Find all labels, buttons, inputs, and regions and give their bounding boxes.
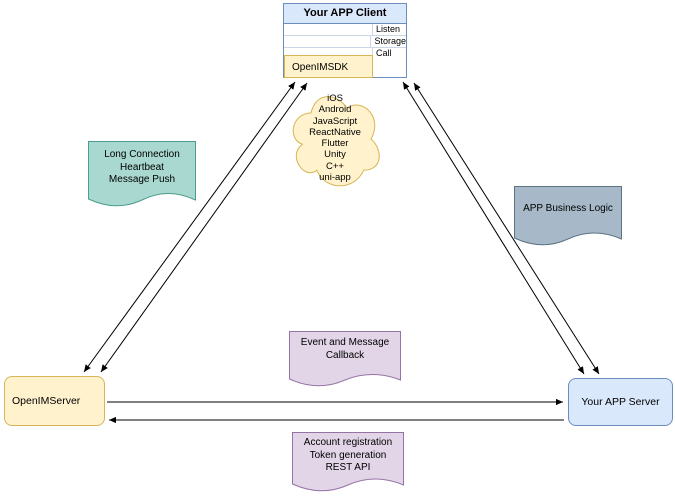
platform-item-unity: Unity — [324, 149, 346, 161]
note-line: Message Push — [108, 174, 176, 185]
platform-item-ios: iOS — [327, 93, 343, 104]
your-app-client-body: Listen Storage Call OpenIMSDK — [284, 24, 406, 78]
client-empty-cell — [284, 36, 372, 47]
platform-item-flutter: Flutter — [321, 138, 349, 150]
note-line: Heartbeat — [120, 161, 164, 173]
note-long-connection: Long Connection Heartbeat Message Push — [88, 141, 196, 213]
arrow-openimserver-client-2 — [100, 82, 308, 373]
your-app-server-label: Your APP Server — [581, 396, 660, 408]
openimsdk-label: OpenIMSDK — [292, 62, 349, 73]
sdk-platform-cloud: iOS Android JavaScript ReactNative Flutt… — [285, 85, 385, 193]
note-event-message-callback-text: Event and Message Callback — [289, 331, 401, 362]
openimsdk-box: OpenIMSDK — [284, 55, 373, 78]
client-row-label-storage: Storage — [374, 36, 406, 46]
note-event-message-callback: Event and Message Callback — [289, 331, 401, 393]
note-shape — [88, 141, 196, 207]
platform-item-cpp: C++ — [326, 160, 344, 172]
client-row-call: Call — [284, 48, 406, 59]
note-rest-api: Account registration Token generation RE… — [292, 432, 404, 498]
your-app-server-node: Your APP Server — [568, 378, 673, 426]
note-line: REST API — [325, 462, 371, 473]
arrow-openimserver-client-1 — [83, 81, 296, 373]
note-line: APP Business Logic — [523, 203, 613, 214]
note-long-connection-text: Long Connection Heartbeat Message Push — [88, 141, 196, 187]
platform-item-javascript: JavaScript — [312, 115, 358, 127]
openimserver-label: OpenIMServer — [12, 395, 81, 407]
platform-list: iOS Android JavaScript ReactNative Flutt… — [285, 85, 385, 183]
platform-item-reactnative: ReactNative — [309, 126, 361, 138]
note-line: Account registration — [303, 437, 393, 448]
cloud-shape — [292, 96, 380, 187]
note-rest-api-text: Account registration Token generation RE… — [292, 432, 404, 475]
note-shape — [289, 331, 401, 387]
client-empty-cell — [284, 48, 373, 59]
your-app-client-title: Your APP Client — [284, 4, 406, 24]
note-shape — [292, 432, 404, 492]
note-app-business-logic: APP Business Logic — [514, 186, 622, 252]
your-app-client-box: Your APP Client Listen Storage Call Open… — [283, 3, 407, 78]
openimserver-node: OpenIMServer — [4, 376, 105, 426]
note-line: Callback — [325, 349, 365, 361]
platform-item-uniapp: uni-app — [319, 172, 351, 184]
note-line: Token generation — [309, 449, 387, 461]
client-row-listen: Listen — [284, 24, 406, 36]
client-row-label-call: Call — [376, 48, 392, 58]
platform-item-android: Android — [318, 104, 352, 116]
note-shape — [514, 186, 622, 246]
client-row-label-listen: Listen — [376, 24, 401, 34]
note-app-business-logic-text: APP Business Logic — [514, 186, 622, 216]
note-line: Long Connection — [104, 149, 180, 160]
note-line: Event and Message — [300, 337, 390, 348]
client-empty-cell — [284, 24, 373, 35]
client-row-storage: Storage — [284, 36, 406, 48]
